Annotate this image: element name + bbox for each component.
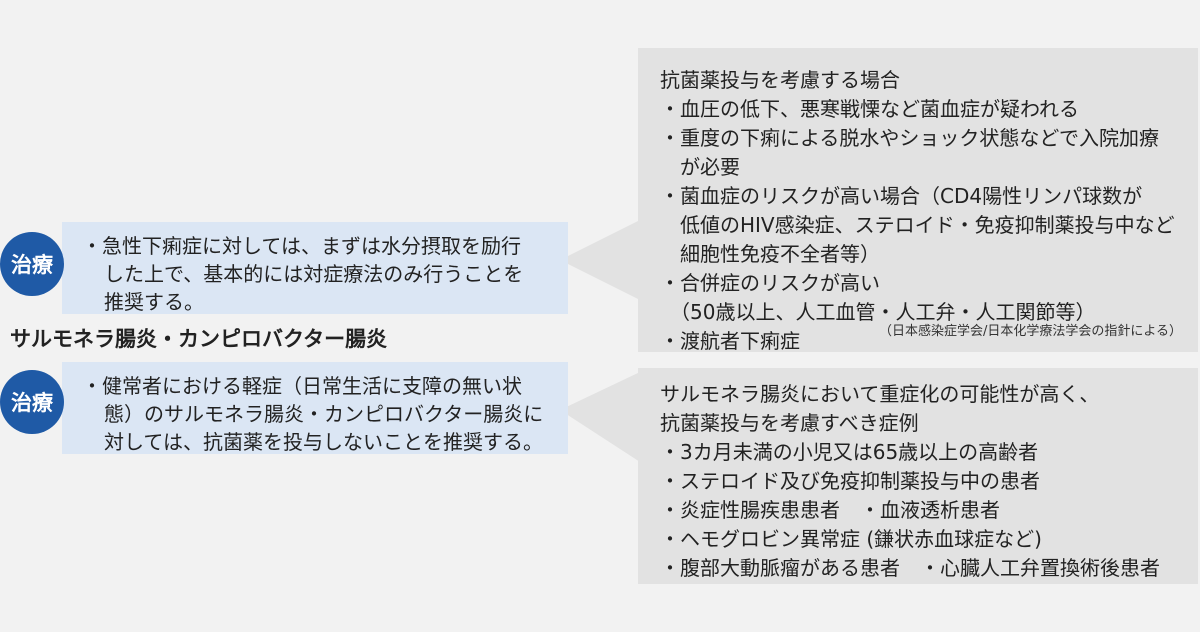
indication-item: 低値のHIV感染症、ステロイド・免疫抑制薬投与中など (660, 213, 1175, 237)
risk-title: 抗菌薬投与を考慮すべき症例 (660, 411, 919, 435)
indication-item: ・菌血症のリスクが高い場合（CD4陽性リンパ球数が (660, 184, 1143, 208)
indication-item: 細胞性免疫不全者等） (660, 242, 880, 266)
salmonella-risk-box: サルモネラ腸炎において重症化の可能性が高く、 抗菌薬投与を考慮すべき症例 ・3カ… (638, 368, 1198, 584)
recommendation-2-line: 対しては、抗菌薬を投与しないことを推奨する。 (104, 430, 543, 454)
risk-item: ・ステロイド及び免疫抑制薬投与中の患者 (660, 469, 1040, 493)
connector-arrow-2 (560, 372, 640, 462)
risk-item: ・ヘモグロビン異常症 (鎌状赤血球症など) (660, 527, 1042, 551)
risk-item: ・腹部大動脈瘤がある患者 ・心臓人工弁置換術後患者 (660, 556, 1160, 580)
recommendation-1-line: ・急性下痢症に対しては、まずは水分摂取を励行 (82, 234, 521, 258)
indication-item: ・合併症のリスクが高い (660, 271, 880, 295)
antibiotic-indication-box: 抗菌薬投与を考慮する場合 ・血圧の低下、悪寒戦慄など菌血症が疑われる ・重度の下… (638, 48, 1198, 353)
recommendation-1-line: した上で、基本的には対症療法のみ行うことを (104, 262, 524, 286)
risk-item: ・3カ月未満の小児又は65歳以上の高齢者 (660, 440, 1039, 464)
citation-note: （日本感染症学会/日本化学療法学会の指針による） (879, 324, 1182, 339)
indication-item: （50歳以上、人工血管・人工弁・人工関節等） (660, 300, 1096, 324)
recommendation-1-line: 推奨する。 (104, 290, 204, 314)
treatment-badge-2: 治療 (0, 370, 64, 434)
indication-item: ・渡航者下痢症 (660, 329, 800, 353)
recommendation-2-line: ・健常者における軽症（日常生活に支障の無い状 (82, 374, 522, 398)
indication-title: 抗菌薬投与を考慮する場合 (660, 68, 900, 92)
recommendation-box-2: ・健常者における軽症（日常生活に支障の無い状 態）のサルモネラ腸炎・カンピロバク… (62, 362, 568, 454)
risk-title: サルモネラ腸炎において重症化の可能性が高く、 (660, 382, 1100, 406)
indication-item: ・重度の下痢による脱水やショック状態などで入院加療 (660, 126, 1159, 150)
indication-item: が必要 (660, 155, 740, 179)
indication-item: ・血圧の低下、悪寒戦慄など菌血症が疑われる (660, 97, 1079, 121)
treatment-badge-1: 治療 (0, 232, 64, 296)
section-heading: サルモネラ腸炎・カンピロバクター腸炎 (10, 327, 388, 351)
recommendation-box-1: ・急性下痢症に対しては、まずは水分摂取を励行 した上で、基本的には対症療法のみ行… (62, 222, 568, 314)
connector-arrow-1 (560, 220, 640, 300)
recommendation-2-line: 態）のサルモネラ腸炎・カンピロバクター腸炎に (104, 402, 544, 426)
risk-item: ・炎症性腸疾患患者 ・血液透析患者 (660, 498, 1000, 522)
